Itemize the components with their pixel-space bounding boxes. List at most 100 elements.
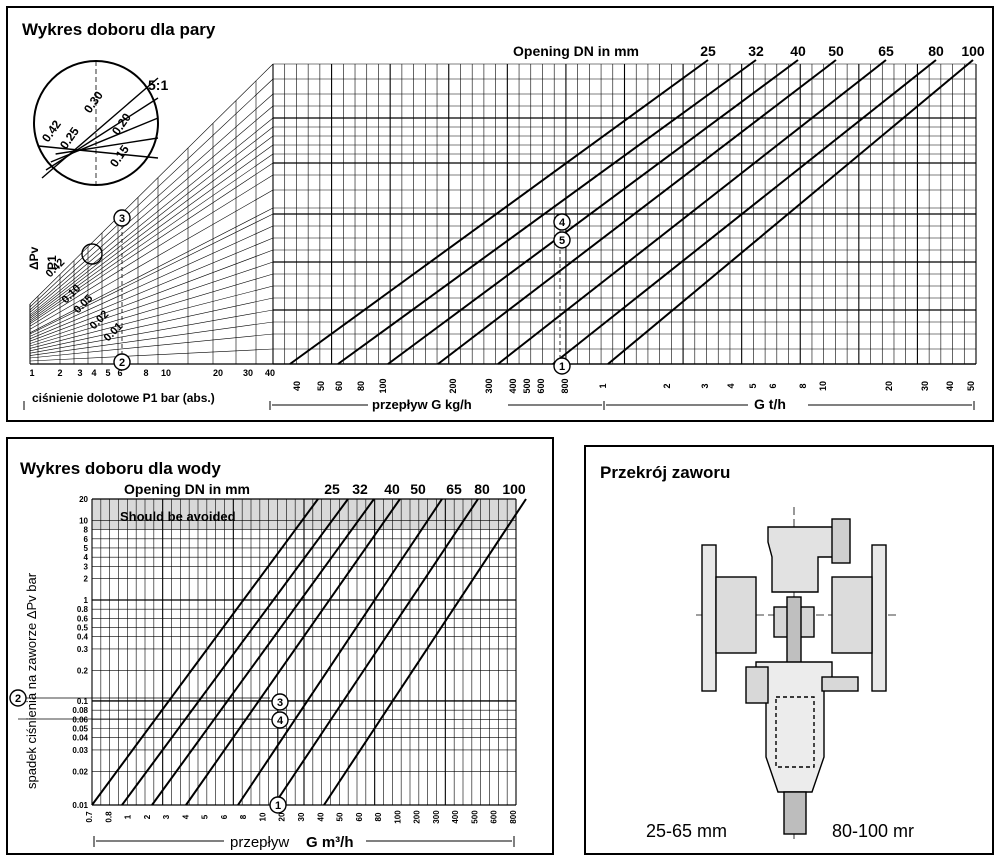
water-y-tick: 20 bbox=[79, 495, 88, 504]
steam-flow-th-tick: 6 bbox=[768, 383, 778, 388]
water-x-tick: 10 bbox=[258, 812, 267, 821]
water-y-tick: 0.03 bbox=[72, 746, 88, 755]
steam-marker-2-circle bbox=[113, 353, 131, 371]
water-dn-label: 40 bbox=[384, 481, 400, 497]
steam-perspective-line bbox=[29, 174, 274, 327]
water-dn-line bbox=[185, 498, 401, 806]
steam-perspective-line bbox=[29, 333, 274, 359]
steam-dn-label: 25 bbox=[700, 43, 716, 59]
steam-perspective-line bbox=[29, 225, 274, 337]
steam-flow-kgh-tick: 500 bbox=[522, 378, 532, 393]
steam-flow-kgh-tick: 200 bbox=[448, 378, 458, 393]
water-x-tick: 2 bbox=[143, 814, 152, 819]
steam-perspective-line bbox=[29, 189, 274, 330]
water-y-axis-label: spadek ciśnienia na zaworze ΔPv bar bbox=[24, 572, 39, 789]
steam-perspective-line bbox=[29, 285, 274, 349]
water-avoid-label: Should be avoided bbox=[120, 509, 236, 524]
steam-perspective-line bbox=[29, 78, 274, 308]
water-dn-label: 80 bbox=[474, 481, 490, 497]
valve-body-drawing bbox=[696, 507, 896, 842]
steam-zoom-line bbox=[38, 145, 159, 159]
water-x-tick: 100 bbox=[393, 810, 402, 824]
valve-size-label-large: 80-100 mr bbox=[832, 821, 914, 841]
steam-flow-kgh-tick: 40 bbox=[292, 381, 302, 391]
steam-pressure-tick: 20 bbox=[213, 368, 223, 378]
water-y-tick: 0.05 bbox=[72, 725, 88, 734]
water-x-tick: 20 bbox=[278, 812, 287, 821]
water-opening-label: Opening DN in mm bbox=[124, 481, 250, 497]
steam-ratio-denominator: P1 bbox=[45, 255, 59, 270]
water-y-tick: 0.04 bbox=[72, 734, 88, 743]
steam-pressure-tick: 4 bbox=[91, 368, 96, 378]
water-x-tick: 6 bbox=[220, 814, 229, 819]
water-marker-4-circle bbox=[271, 711, 289, 729]
water-chart-title: Wykres doboru dla wody bbox=[20, 459, 221, 478]
steam-opening-label: Opening DN in mm bbox=[513, 43, 639, 59]
water-x-tick: 0.7 bbox=[85, 811, 94, 823]
steam-pressure-tick: 5 bbox=[105, 368, 110, 378]
steam-dn-label: 40 bbox=[790, 43, 806, 59]
water-dn-line bbox=[323, 498, 527, 806]
water-dn-line bbox=[273, 498, 479, 806]
steam-dn-line bbox=[387, 59, 799, 365]
water-marker-1-circle bbox=[269, 796, 287, 814]
valve-size-label-small: 25-65 mm bbox=[646, 821, 727, 841]
steam-flow-th-tick: 10 bbox=[818, 381, 828, 391]
water-dn-line bbox=[121, 498, 349, 806]
water-marker-2-label: 2 bbox=[15, 693, 21, 705]
water-x-axis-label: przepływ bbox=[230, 834, 289, 851]
steam-pressure-tick: 30 bbox=[243, 368, 253, 378]
water-y-tick: 0.3 bbox=[77, 645, 89, 654]
steam-marker-3-label: 3 bbox=[119, 213, 125, 225]
steam-marker-1-label: 1 bbox=[559, 361, 565, 373]
water-y-tick: 0.8 bbox=[77, 605, 89, 614]
steam-flow-th-tick: 1 bbox=[598, 383, 608, 388]
steam-perspective-line bbox=[29, 237, 274, 340]
steam-dn-label: 65 bbox=[878, 43, 894, 59]
steam-perspective-line bbox=[29, 105, 274, 313]
steam-zoom-line bbox=[45, 97, 159, 171]
water-x-tick: 40 bbox=[316, 812, 325, 821]
steam-ratio-highlight bbox=[81, 243, 103, 265]
steam-flow-th-tick: 3 bbox=[700, 383, 710, 388]
steam-flow-th-axis-label: G t/h bbox=[754, 396, 786, 412]
steam-marker-5-circle bbox=[553, 231, 571, 249]
steam-perspective-line bbox=[29, 213, 274, 335]
steam-marker-1-circle bbox=[553, 357, 571, 375]
water-x-tick: 3 bbox=[162, 814, 171, 819]
water-x-tick: 0.8 bbox=[104, 811, 113, 823]
water-y-tick: 6 bbox=[84, 535, 89, 544]
steam-flow-th-tick: 2 bbox=[662, 383, 672, 388]
steam-zoom-line bbox=[55, 137, 159, 155]
water-y-tick: 0.08 bbox=[72, 706, 88, 715]
water-dn-label: 32 bbox=[352, 481, 368, 497]
steam-perspective-line bbox=[29, 126, 274, 317]
steam-dn-line bbox=[337, 59, 757, 365]
water-dn-line bbox=[91, 498, 319, 806]
steam-perspective-line bbox=[29, 309, 274, 354]
water-dn-line bbox=[237, 498, 443, 806]
steam-pressure-tick: 40 bbox=[265, 368, 275, 378]
water-dn-label: 50 bbox=[410, 481, 426, 497]
steam-marker-4-label: 4 bbox=[559, 217, 566, 229]
water-y-tick: 2 bbox=[84, 575, 89, 584]
valve-section-title: Przekrój zaworu bbox=[600, 463, 731, 482]
steam-marker-2-label: 2 bbox=[119, 357, 125, 369]
steam-perspective-line bbox=[29, 144, 274, 321]
steam-marker-5-label: 5 bbox=[559, 235, 565, 247]
steam-marker-4-circle bbox=[553, 213, 571, 231]
water-y-tick: 8 bbox=[84, 526, 89, 535]
water-y-tick: 0.01 bbox=[72, 801, 88, 810]
steam-dn-line bbox=[497, 59, 887, 365]
water-x-tick: 400 bbox=[451, 810, 460, 824]
steam-flow-kgh-tick: 600 bbox=[536, 378, 546, 393]
steam-pressure-tick: 8 bbox=[143, 368, 148, 378]
water-marker-3-circle bbox=[271, 693, 289, 711]
steam-flow-kgh-tick: 50 bbox=[316, 381, 326, 391]
valve-cross-section-drawing: 25-65 mm 80-100 mr bbox=[646, 507, 914, 842]
steam-flow-kgh-tick: 60 bbox=[334, 381, 344, 391]
steam-flow-kgh-axis-label: przepływ G kg/h bbox=[372, 397, 472, 412]
water-x-tick: 30 bbox=[297, 812, 306, 821]
steam-chart-title: Wykres doboru dla pary bbox=[22, 20, 216, 39]
